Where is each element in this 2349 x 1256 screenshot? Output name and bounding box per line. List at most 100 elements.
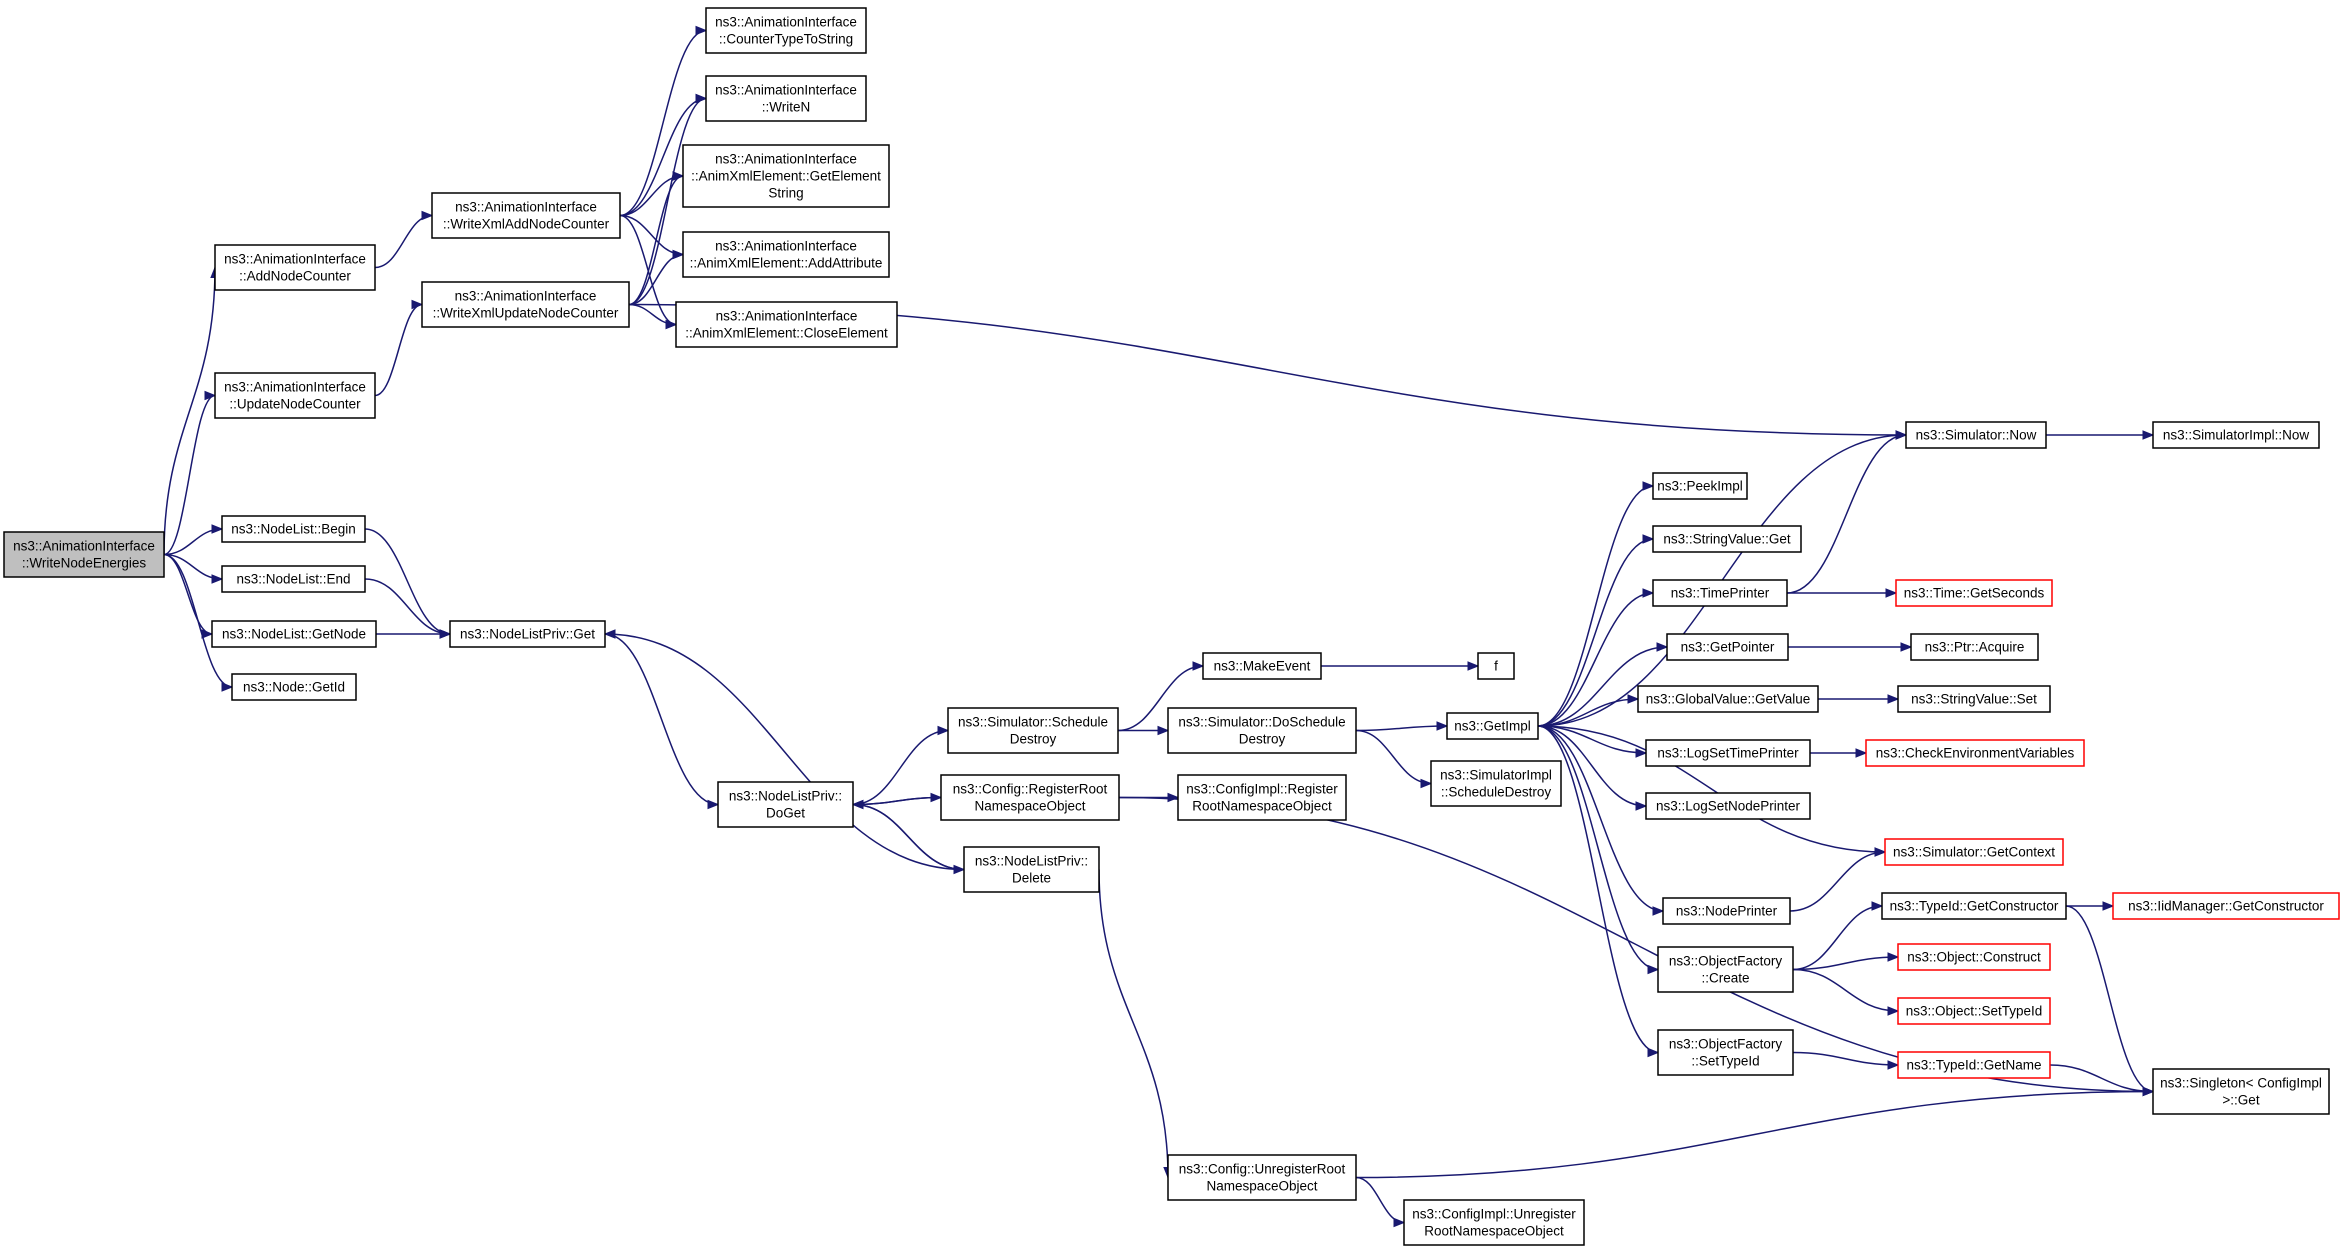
node-ns3-logsetnodeprinter[interactable]: ns3::LogSetNodePrinter xyxy=(1645,792,1811,820)
node-label-line: ::WriteXmlUpdateNodeCounter xyxy=(433,306,619,321)
node-box xyxy=(1865,739,2085,767)
node-label-line: ns3::Object::Construct xyxy=(1907,950,2041,965)
edge-begin-to-nlpget xyxy=(364,528,452,639)
function-nodes: ns3::AnimationInterface::WriteNodeEnergi… xyxy=(3,7,2340,1246)
node-f[interactable]: f xyxy=(1477,652,1515,680)
node-ns3-simulator-scheduledestroy[interactable]: ns3::Simulator::ScheduleDestroy xyxy=(947,707,1119,754)
node-ns3-nodelist-end[interactable]: ns3::NodeList::End xyxy=(221,565,366,593)
node-ns3-simulatorimpl-scheduledestroy[interactable]: ns3::SimulatorImpl::ScheduleDestroy xyxy=(1430,760,1562,807)
edge-doschdes-to-getimpl xyxy=(1355,721,1449,732)
node-label-line: ns3::GlobalValue::GetValue xyxy=(1646,692,1811,707)
node-label-line: ::WriteXmlAddNodeCounter xyxy=(443,217,610,232)
node-ns3-logsettimeprinter[interactable]: ns3::LogSetTimePrinter xyxy=(1645,739,1811,767)
edge-getimpl-to-timeprinter xyxy=(1537,588,1655,727)
edge-unreg-to-ciunreg xyxy=(1355,1176,1406,1228)
node-ns3-configimpl-unregisterrootnamespaceobject[interactable]: ns3::ConfigImpl::UnregisterRootNamespace… xyxy=(1403,1199,1585,1246)
node-ns3-getpointer[interactable]: ns3::GetPointer xyxy=(1666,633,1789,661)
node-ns3-simulatorimpl-now[interactable]: ns3::SimulatorImpl::Now xyxy=(2152,421,2320,449)
node-label-line: ns3::ConfigImpl::Unregister xyxy=(1412,1207,1576,1222)
node-box xyxy=(214,244,376,291)
node-box xyxy=(1881,892,2067,920)
node-ns3-animationinterface-addnodecounter[interactable]: ns3::AnimationInterface::AddNodeCounter xyxy=(214,244,376,291)
node-ns3-animationinterface-animxmlelement-getelementstring[interactable]: ns3::AnimationInterface::AnimXmlElement:… xyxy=(682,144,890,208)
node-ns3-nodelistpriv-get[interactable]: ns3::NodeListPriv::Get xyxy=(449,620,606,648)
node-ns3-ptr-acquire[interactable]: ns3::Ptr::Acquire xyxy=(1910,633,2039,661)
node-label-line: ns3::AnimationInterface xyxy=(455,289,597,304)
node-label-line: ns3::Simulator::Now xyxy=(1916,428,2037,443)
node-box xyxy=(221,515,366,543)
node-label-line: ns3::TypeId::GetName xyxy=(1906,1058,2041,1073)
node-ns3-simulator-now[interactable]: ns3::Simulator::Now xyxy=(1905,421,2047,449)
edge-getimpl-to-gvgetvalue xyxy=(1537,694,1640,727)
node-ns3-animationinterface-writexmlupdatenodecounter[interactable]: ns3::AnimationInterface::WriteXmlUpdateN… xyxy=(421,281,630,328)
edge-wxupd-to-closeel xyxy=(628,303,678,330)
edge-getpointer-to-ptracq xyxy=(1788,642,1913,652)
node-ns3-objectfactory-create[interactable]: ns3::ObjectFactory::Create xyxy=(1657,946,1794,993)
node-ns3-typeid-getname[interactable]: ns3::TypeId::GetName xyxy=(1897,1051,2051,1079)
node-ns3-time-getseconds[interactable]: ns3::Time::GetSeconds xyxy=(1895,579,2053,607)
node-ns3-animationinterface-countertypetostring[interactable]: ns3::AnimationInterface::CounterTypeToSt… xyxy=(705,7,867,54)
node-label-line: ns3::NodeListPriv:: xyxy=(975,854,1088,869)
node-label-line: ns3::Config::UnregisterRoot xyxy=(1179,1162,1346,1177)
node-ns3-object-settypeid[interactable]: ns3::Object::SetTypeId xyxy=(1897,997,2051,1025)
node-label-line: NamespaceObject xyxy=(1206,1179,1317,1194)
node-ns3-objectfactory-settypeid[interactable]: ns3::ObjectFactory::SetTypeId xyxy=(1657,1029,1794,1076)
node-ns3-nodelistpriv-delete[interactable]: ns3::NodeListPriv::Delete xyxy=(963,846,1100,893)
node-ns3-node-getid[interactable]: ns3::Node::GetId xyxy=(231,673,357,701)
node-box xyxy=(421,281,630,328)
node-ns3-checkenvironmentvariables[interactable]: ns3::CheckEnvironmentVariables xyxy=(1865,739,2085,767)
node-ns3-iidmanager-getconstructor[interactable]: ns3::IidManager::GetConstructor xyxy=(2112,892,2340,920)
node-ns3-nodelist-begin[interactable]: ns3::NodeList::Begin xyxy=(221,515,366,543)
node-ns3-timeprinter[interactable]: ns3::TimePrinter xyxy=(1652,579,1788,607)
node-label-line: ns3::Node::GetId xyxy=(243,680,345,695)
node-ns3-animationinterface-animxmlelement-closeelement[interactable]: ns3::AnimationInterface::AnimXmlElement:… xyxy=(675,301,898,348)
node-ns3-stringvalue-get[interactable]: ns3::StringValue::Get xyxy=(1652,525,1802,553)
node-box xyxy=(947,707,1119,754)
node-label-line: ns3::ObjectFactory xyxy=(1669,1037,1783,1052)
edge-doget-to-schdes xyxy=(852,725,950,806)
edge-ofsettid-to-tidgetname xyxy=(1792,1051,1900,1070)
node-ns3-singleton-configimpl-get[interactable]: ns3::Singleton< ConfigImpl>::Get xyxy=(2152,1068,2330,1115)
node-ns3-makeevent[interactable]: ns3::MakeEvent xyxy=(1202,652,1322,680)
node-ns3-config-unregisterrootnamespaceobject[interactable]: ns3::Config::UnregisterRootNamespaceObje… xyxy=(1167,1154,1357,1201)
edge-schdes-to-doschdes xyxy=(1117,725,1170,736)
node-label-line: ns3::StringValue::Set xyxy=(1911,692,2037,707)
node-label-line: ns3::Simulator::Schedule xyxy=(958,715,1108,730)
node-box xyxy=(1897,1051,2051,1079)
node-ns3-simulator-getcontext[interactable]: ns3::Simulator::GetContext xyxy=(1884,838,2064,866)
node-box xyxy=(1657,946,1794,993)
edge-tidgetctor-to-singleton xyxy=(2065,905,2155,1097)
node-ns3-animationinterface-writen[interactable]: ns3::AnimationInterface::WriteN xyxy=(705,75,867,122)
edge-getimpl-to-logsnp xyxy=(1537,725,1648,811)
node-ns3-object-construct[interactable]: ns3::Object::Construct xyxy=(1897,943,2051,971)
node-label-line: ns3::ConfigImpl::Register xyxy=(1186,782,1338,797)
node-ns3-stringvalue-set[interactable]: ns3::StringValue::Set xyxy=(1897,685,2051,713)
node-box xyxy=(3,531,165,578)
node-label-line: ns3::AnimationInterface xyxy=(224,252,366,267)
node-box xyxy=(1177,774,1347,821)
node-ns3-peekimpl[interactable]: ns3::PeekImpl xyxy=(1652,472,1748,500)
node-ns3-animationinterface-writenodeenergies[interactable]: ns3::AnimationInterface::WriteNodeEnergi… xyxy=(3,531,165,578)
node-label-line: Delete xyxy=(1012,871,1051,886)
node-box xyxy=(1167,1154,1357,1201)
edge-getimpl-to-ofcreate xyxy=(1537,725,1660,975)
node-ns3-animationinterface-writexmladdnodecounter[interactable]: ns3::AnimationInterface::WriteXmlAddNode… xyxy=(431,192,621,239)
node-ns3-getimpl[interactable]: ns3::GetImpl xyxy=(1446,712,1539,740)
node-ns3-globalvalue-getvalue[interactable]: ns3::GlobalValue::GetValue xyxy=(1637,685,1819,713)
node-label-line: ns3::Singleton< ConfigImpl xyxy=(2160,1076,2322,1091)
node-box xyxy=(1897,685,2051,713)
node-ns3-animationinterface-updatenodecounter[interactable]: ns3::AnimationInterface::UpdateNodeCount… xyxy=(214,372,376,419)
node-box xyxy=(1666,633,1789,661)
edge-getimpl-to-nodeprinter xyxy=(1537,725,1665,916)
node-ns3-animationinterface-animxmlelement-addattribute[interactable]: ns3::AnimationInterface::AnimXmlElement:… xyxy=(682,231,890,278)
node-ns3-typeid-getconstructor[interactable]: ns3::TypeId::GetConstructor xyxy=(1881,892,2067,920)
node-ns3-nodelistpriv-doget[interactable]: ns3::NodeListPriv::DoGet xyxy=(717,781,854,828)
node-ns3-nodeprinter[interactable]: ns3::NodePrinter xyxy=(1662,897,1791,925)
node-box xyxy=(1652,472,1748,500)
node-ns3-nodelist-getnode[interactable]: ns3::NodeList::GetNode xyxy=(211,620,377,648)
node-ns3-configimpl-registerrootnamespaceobject[interactable]: ns3::ConfigImpl::RegisterRootNamespaceOb… xyxy=(1177,774,1347,821)
node-box xyxy=(431,192,621,239)
node-label-line: >::Get xyxy=(2222,1093,2259,1108)
